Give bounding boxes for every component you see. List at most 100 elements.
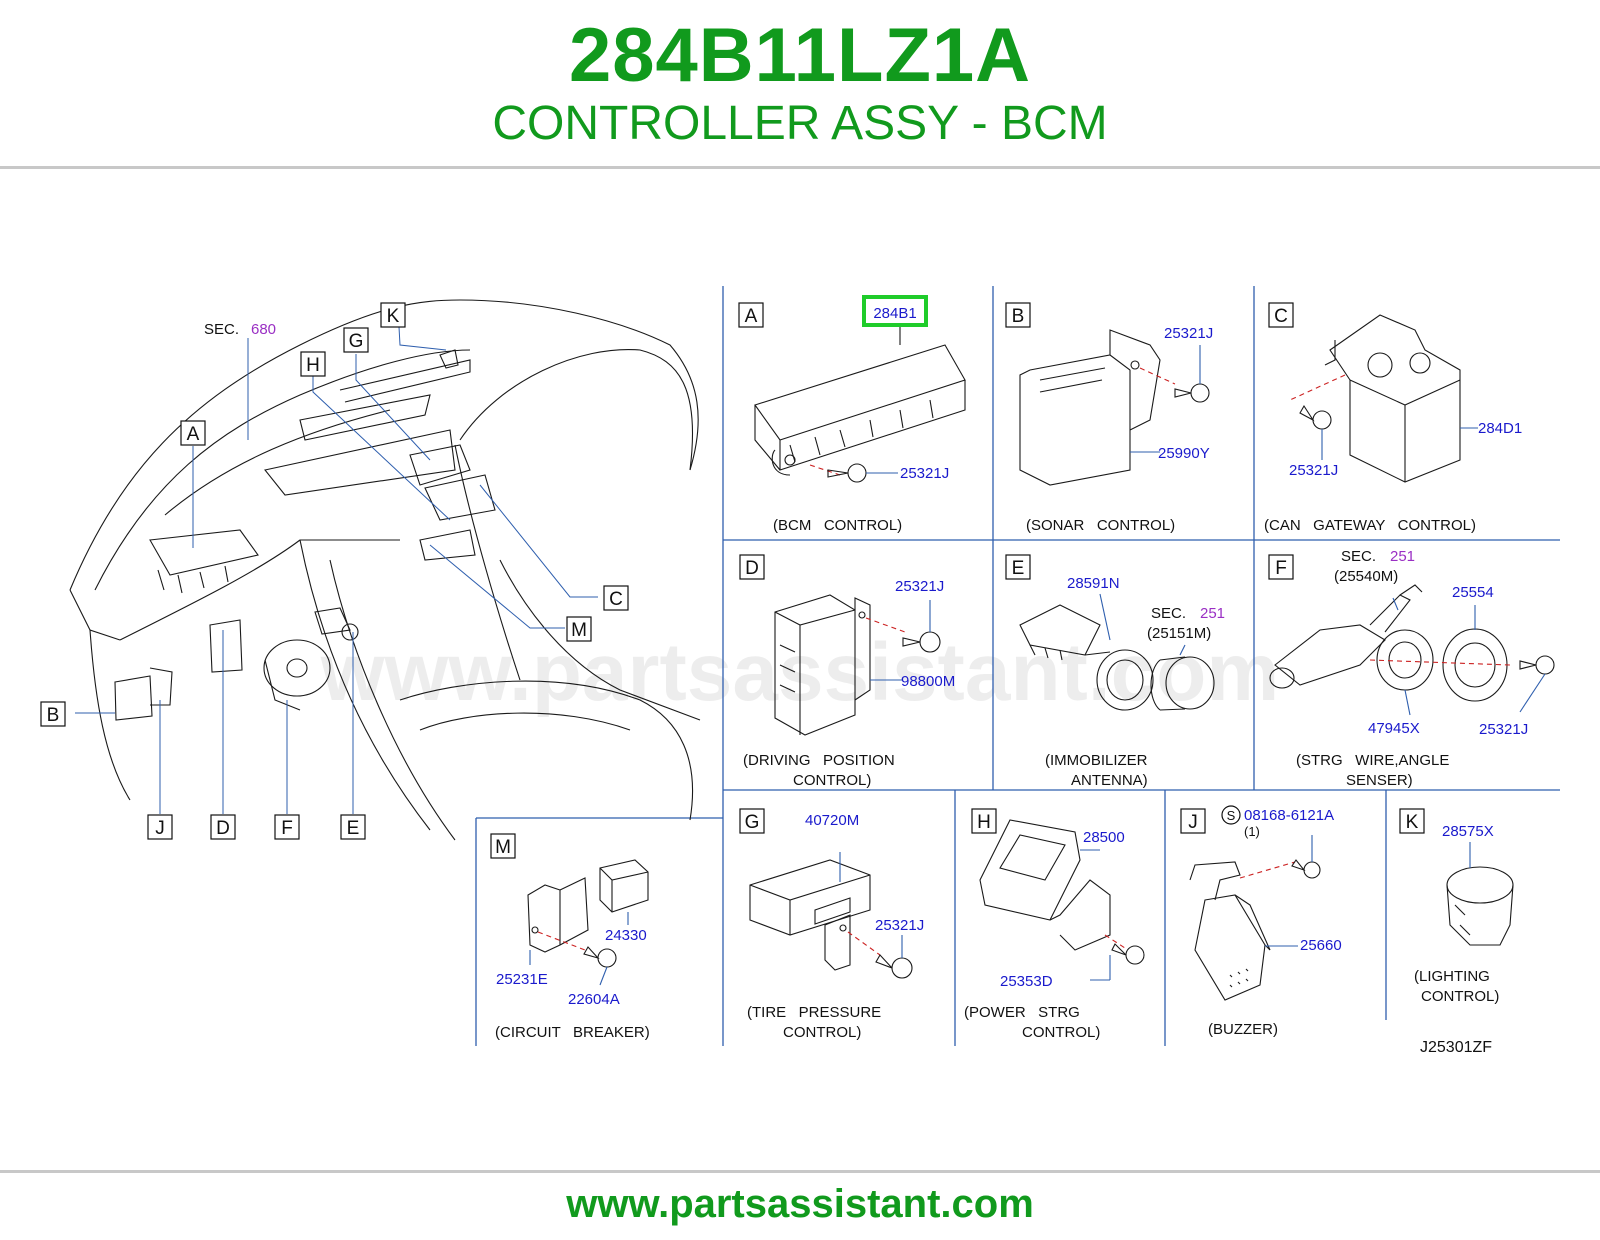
part-40720M[interactable]: 40720M — [805, 812, 859, 829]
part-284D1[interactable]: 284D1 — [1478, 420, 1522, 437]
callout-e[interactable]: E — [347, 818, 360, 839]
panel-f-caption-line1: (STRG WIRE,ANGLE — [1296, 752, 1449, 769]
part-28591N[interactable]: 28591N — [1067, 575, 1120, 592]
immobilizer-drawing — [1019, 593, 1215, 711]
panel-grid — [475, 286, 1560, 1046]
power-strg-drawing — [979, 819, 1145, 981]
part-25231E[interactable]: 25231E — [496, 971, 548, 988]
panel-j-letter: J — [1188, 812, 1198, 833]
part-number-title: 284B11LZ1A — [568, 13, 1032, 98]
angle-sensor-drawing — [1269, 584, 1555, 716]
part-25321J-b[interactable]: 25321J — [1164, 325, 1213, 342]
callout-a[interactable]: A — [187, 424, 200, 445]
callout-g[interactable]: G — [349, 331, 364, 352]
panel-h-caption-line2: CONTROL) — [1022, 1024, 1100, 1041]
callout-f[interactable]: F — [281, 818, 293, 839]
panel-f: F SEC. 251 (25540M) 25554 47945X 25321J … — [1268, 548, 1555, 789]
panel-g: G 40720M 25321J (TIRE PRESSURE CONTROL) — [739, 808, 924, 1041]
panel-k-caption-line2: CONTROL) — [1421, 988, 1499, 1005]
lighting-control-drawing — [1446, 842, 1514, 946]
panel-k: K 28575X (LIGHTING CONTROL) J25301ZF — [1399, 808, 1514, 1056]
part-22604A[interactable]: 22604A — [568, 991, 620, 1008]
panel-f-sec-number[interactable]: 251 — [1390, 548, 1415, 565]
part-25321J-a[interactable]: 25321J — [900, 465, 949, 482]
part-24330[interactable]: 24330 — [605, 927, 647, 944]
callout-b[interactable]: B — [47, 705, 60, 726]
circuit-breaker-drawing — [527, 859, 649, 986]
panel-m-caption: (CIRCUIT BREAKER) — [495, 1024, 650, 1041]
panel-k-letter: K — [1406, 812, 1419, 833]
panel-g-caption-line1: (TIRE PRESSURE — [747, 1004, 881, 1021]
footer-divider — [0, 1170, 1600, 1173]
part-25353D[interactable]: 25353D — [1000, 973, 1053, 990]
panel-d-caption-line1: (DRIVING POSITION — [743, 752, 895, 769]
overview-callouts: A B C D E F G H J K M — [40, 302, 629, 840]
bolt-qty: (1) — [1244, 824, 1260, 839]
callout-d[interactable]: D — [216, 818, 230, 839]
panel-f-sec-prefix: SEC. — [1341, 548, 1376, 565]
overview-sec-number[interactable]: 680 — [251, 321, 276, 338]
part-25321J-g[interactable]: 25321J — [875, 917, 924, 934]
callout-k[interactable]: K — [387, 306, 400, 327]
part-25321J-c[interactable]: 25321J — [1289, 462, 1338, 479]
panel-c-letter: C — [1274, 306, 1288, 327]
page-header: 284B11LZ1A CONTROLLER ASSY - BCM — [0, 0, 1600, 170]
part-25321J-f[interactable]: 25321J — [1479, 721, 1528, 738]
panel-e-caption-line1: (IMMOBILIZER — [1045, 752, 1148, 769]
panel-e-letter: E — [1012, 558, 1025, 579]
part-25554[interactable]: 25554 — [1452, 584, 1494, 601]
panel-b: B 25321J 25990Y (SONAR CONTROL) — [1005, 302, 1213, 534]
panel-a-letter: A — [745, 306, 758, 327]
part-25321J-d[interactable]: 25321J — [895, 578, 944, 595]
panel-c: C 284D1 25321J (CAN GATEWAY CONTROL) — [1264, 302, 1522, 534]
panel-f-caption-line2: SENSER) — [1346, 772, 1413, 789]
header-divider — [0, 166, 1600, 169]
overview-sec-prefix: SEC. — [204, 321, 239, 338]
panel-f-letter: F — [1275, 558, 1287, 579]
overview-leader-lines — [75, 326, 598, 814]
panel-e-sec-prefix: SEC. — [1151, 605, 1186, 622]
s-symbol: S — [1227, 808, 1236, 823]
panel-g-letter: G — [745, 812, 760, 833]
highlight-box — [862, 295, 928, 327]
drawing-code: J25301ZF — [1420, 1039, 1492, 1056]
part-25990Y[interactable]: 25990Y — [1158, 445, 1210, 462]
driving-position-drawing — [774, 594, 941, 736]
callout-c[interactable]: C — [609, 589, 623, 610]
panel-g-caption-line2: CONTROL) — [783, 1024, 861, 1041]
panel-d-letter: D — [745, 558, 759, 579]
panel-e-sec-number[interactable]: 251 — [1200, 605, 1225, 622]
callout-j[interactable]: J — [155, 818, 165, 839]
panel-e-sec-sub: (25151M) — [1147, 625, 1211, 642]
can-gateway-drawing — [1289, 314, 1478, 483]
panel-m: M 24330 25231E 22604A (CIRCUIT BREAKER) — [490, 833, 650, 1041]
part-28500[interactable]: 28500 — [1083, 829, 1125, 846]
part-284B1[interactable]: 284B1 — [873, 305, 916, 322]
footer-url-link[interactable]: www.partsassistant.com — [566, 1182, 1034, 1226]
part-28575X[interactable]: 28575X — [1442, 823, 1494, 840]
panel-c-caption: (CAN GATEWAY CONTROL) — [1264, 517, 1476, 534]
callout-m[interactable]: M — [571, 620, 587, 641]
buzzer-drawing — [1189, 835, 1321, 1001]
panel-b-caption: (SONAR CONTROL) — [1026, 517, 1175, 534]
panel-e: E 28591N SEC. 251 (25151M) (IMMOBILIZER … — [1005, 554, 1225, 789]
part-25660[interactable]: 25660 — [1300, 937, 1342, 954]
dashboard-overview-drawing — [69, 299, 701, 841]
part-98800M[interactable]: 98800M — [901, 673, 955, 690]
sonar-unit-drawing — [1019, 329, 1210, 486]
panel-m-letter: M — [495, 837, 511, 858]
bcm-unit-drawing — [754, 327, 966, 483]
panel-e-caption-line2: ANTENNA) — [1071, 772, 1148, 789]
panel-j-caption: (BUZZER) — [1208, 1021, 1278, 1038]
panel-a-caption: (BCM CONTROL) — [773, 517, 902, 534]
tire-pressure-drawing — [749, 852, 913, 979]
part-08168-6121A[interactable]: 08168-6121A — [1244, 807, 1334, 824]
panel-h: H 28500 25353D (POWER STRG CONTROL) — [964, 808, 1145, 1041]
panel-a: A 284B1 25321J (BCM CONTROL) — [738, 295, 966, 534]
part-name-subtitle: CONTROLLER ASSY - BCM — [492, 97, 1108, 150]
part-47945X[interactable]: 47945X — [1368, 720, 1420, 737]
panel-h-letter: H — [977, 812, 991, 833]
panel-j: J S 08168-6121A (1) 25660 (BUZZER) — [1180, 805, 1342, 1038]
callout-h[interactable]: H — [306, 355, 320, 376]
